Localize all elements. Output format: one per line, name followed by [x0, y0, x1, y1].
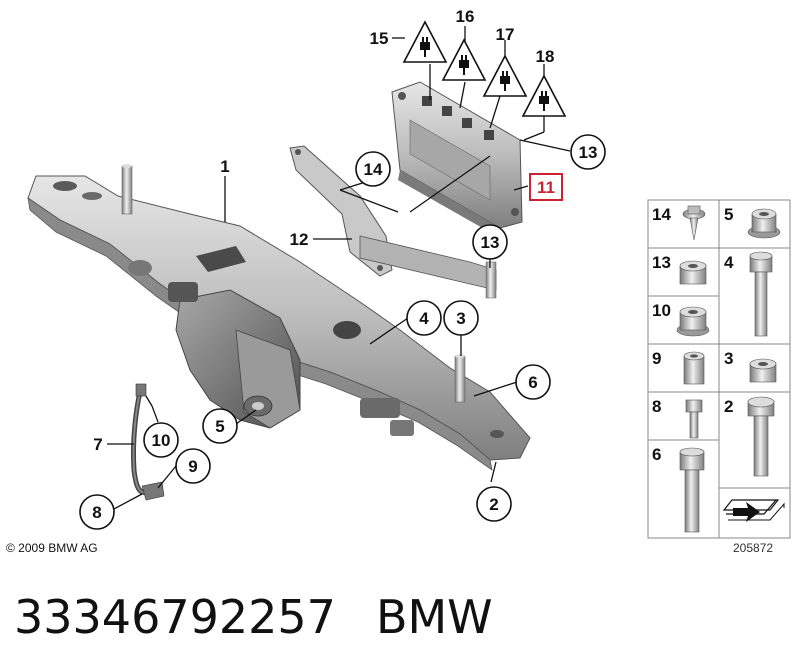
- callout-5: 5: [215, 417, 224, 436]
- control-unit-part: [391, 81, 523, 238]
- callout-14: 14: [364, 160, 383, 179]
- spacer-sleeve-icon: [683, 351, 705, 385]
- callout-7: 7: [93, 435, 102, 454]
- grid-label-3: 3: [724, 349, 733, 368]
- flange-nut-icon: [747, 208, 781, 239]
- highlight-box: [529, 173, 563, 201]
- hex-bolt-icon: [749, 251, 773, 337]
- brand-name: BMW: [375, 590, 493, 644]
- part-number: 33346792257: [14, 590, 336, 644]
- callout-3: 3: [456, 309, 465, 328]
- callout-6: 6: [528, 373, 537, 392]
- hex-nut-icon: [679, 260, 707, 285]
- callout-15: 15: [370, 29, 389, 48]
- diagram-number: 205872: [733, 541, 774, 555]
- grid-label-10: 10: [652, 301, 671, 320]
- callout-17: 17: [496, 25, 515, 44]
- grid-label-2: 2: [724, 397, 733, 416]
- callout-10: 10: [152, 431, 171, 450]
- torx-bolt-icon: [747, 396, 775, 477]
- short-bolt-icon: [685, 399, 703, 439]
- grid-label-13: 13: [652, 253, 671, 272]
- long-hex-bolt-icon: [679, 447, 705, 533]
- callout-9: 9: [188, 457, 197, 476]
- grid-label-14: 14: [652, 205, 671, 224]
- bracket-part: [289, 145, 497, 299]
- callout-circles: [79, 134, 606, 530]
- grid-label-5: 5: [724, 205, 733, 224]
- callout-12: 12: [290, 230, 309, 249]
- callout-4: 4: [419, 309, 429, 328]
- callout-8: 8: [92, 503, 101, 522]
- callout-11: 11: [537, 178, 555, 197]
- differential-housing: [128, 260, 414, 436]
- callout-labels: 1 2 3 4 5 6 7 8 9 10 11 12 13 13 14 15 1…: [92, 7, 597, 522]
- arrow-direction-icon: [722, 499, 785, 522]
- collar-nut-icon: [676, 306, 710, 337]
- callout-18: 18: [536, 47, 555, 66]
- grid-label-6: 6: [652, 445, 661, 464]
- callout-16: 16: [456, 7, 475, 26]
- plug-symbols: [420, 37, 549, 111]
- screw-washer-icon: [682, 205, 706, 241]
- callout-13-top: 13: [579, 143, 598, 162]
- grid-label-8: 8: [652, 397, 661, 416]
- callout-1: 1: [220, 157, 229, 176]
- footer: 33346792257 BMW: [14, 590, 493, 644]
- parts-grid: 14 5 13 4 10 9 3 8 2 6: [647, 199, 791, 539]
- callout-13-bracket: 13: [481, 233, 500, 252]
- self-locking-nut-icon: [749, 358, 777, 383]
- parts-diagram: 1 2 3 4 5 6 7 8 9 10 11 12 13 13 14 15 1…: [27, 7, 791, 539]
- grid-label-9: 9: [652, 349, 661, 368]
- leader-lines: [107, 26, 571, 511]
- copyright-text: © 2009 BMW AG: [6, 541, 98, 555]
- callout-2: 2: [489, 495, 498, 514]
- grid-label-4: 4: [724, 253, 734, 272]
